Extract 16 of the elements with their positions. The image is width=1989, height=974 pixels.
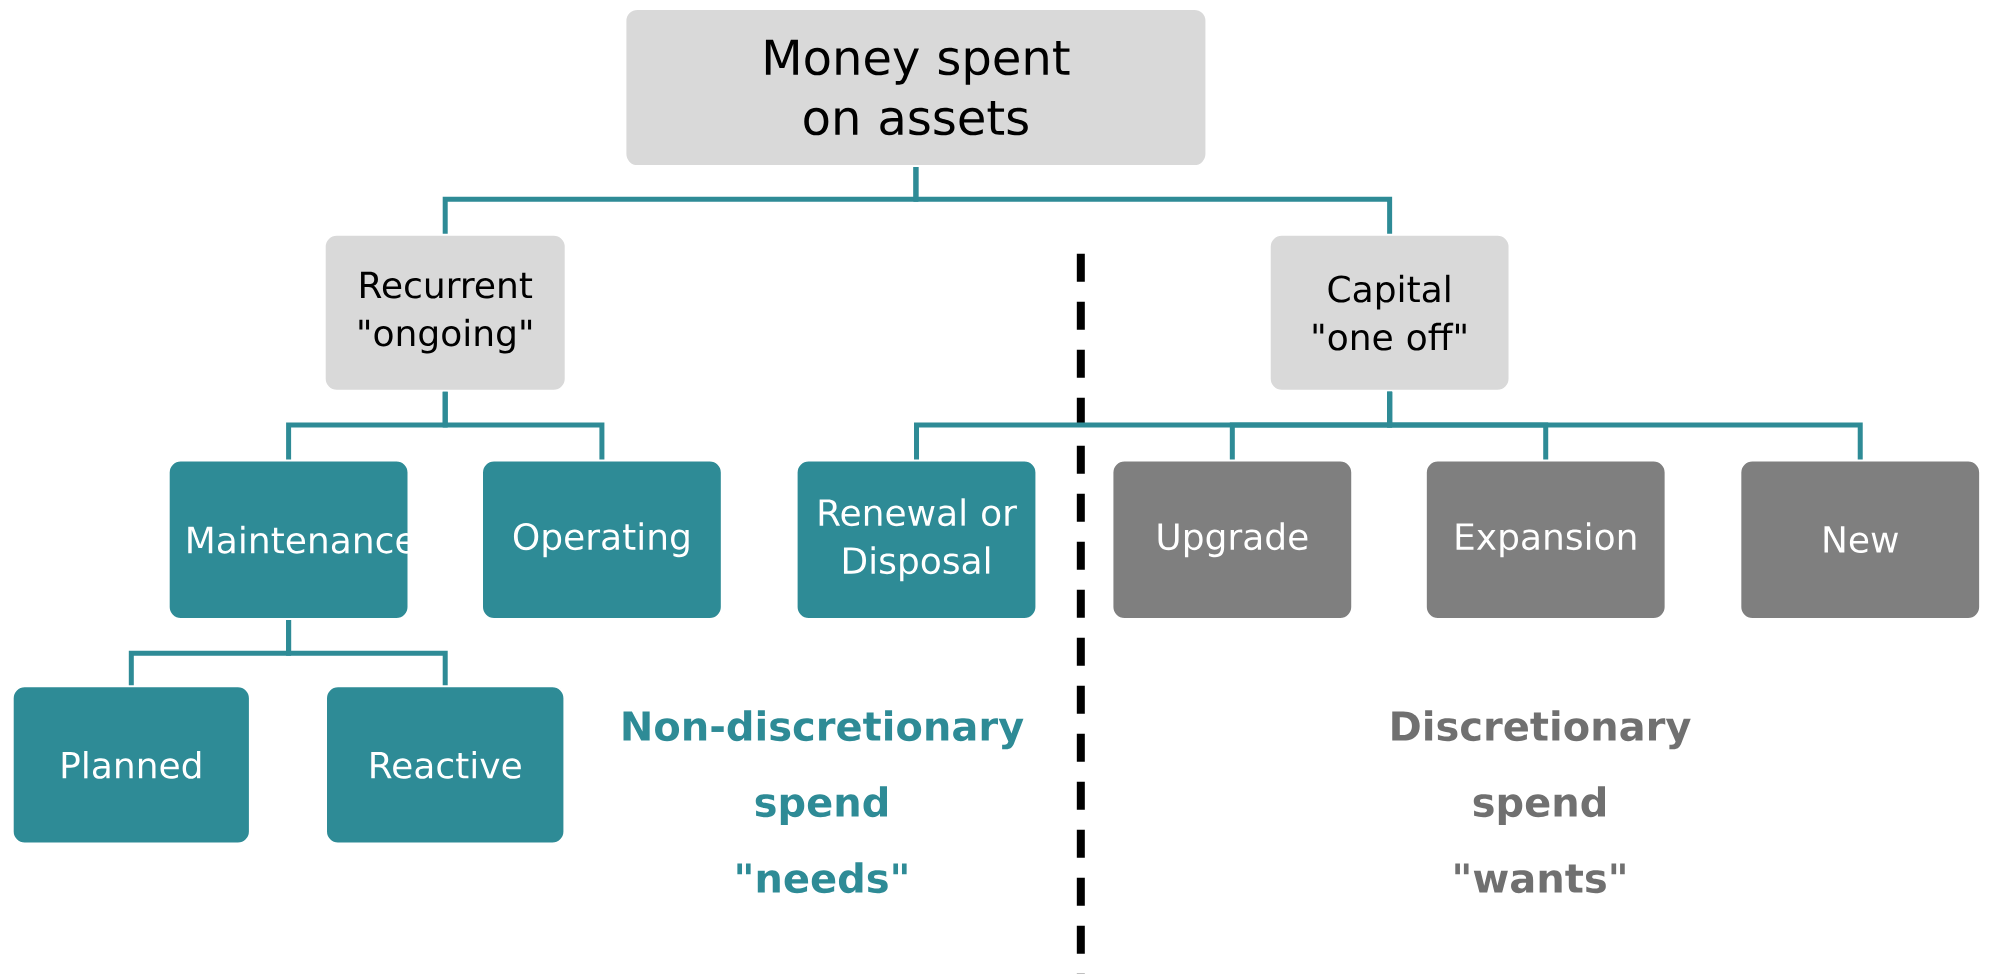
note-text: Discretionary spend "wants": [1392, 710, 1691, 894]
connector-line: [913, 167, 1393, 234]
process-box: Renewal or Disposal: [795, 459, 1038, 620]
process-box: Expansion: [1424, 459, 1667, 620]
category-box: Capital "one off": [1268, 233, 1511, 392]
note-text: Non-discretionary spend "needs": [623, 710, 1024, 894]
connector-line: [286, 620, 448, 686]
title-box: Money spent on assets: [624, 7, 1208, 168]
process-box: Reactive: [325, 685, 566, 845]
process-box: Upgrade: [1111, 459, 1354, 620]
process-box: New: [1739, 459, 1982, 620]
connector-line: [442, 391, 605, 460]
process-box: Operating: [481, 459, 723, 620]
connector-line: [1387, 391, 1863, 460]
process-box: Planned: [11, 685, 251, 845]
category-box: Recurrent "ongoing": [323, 233, 567, 392]
